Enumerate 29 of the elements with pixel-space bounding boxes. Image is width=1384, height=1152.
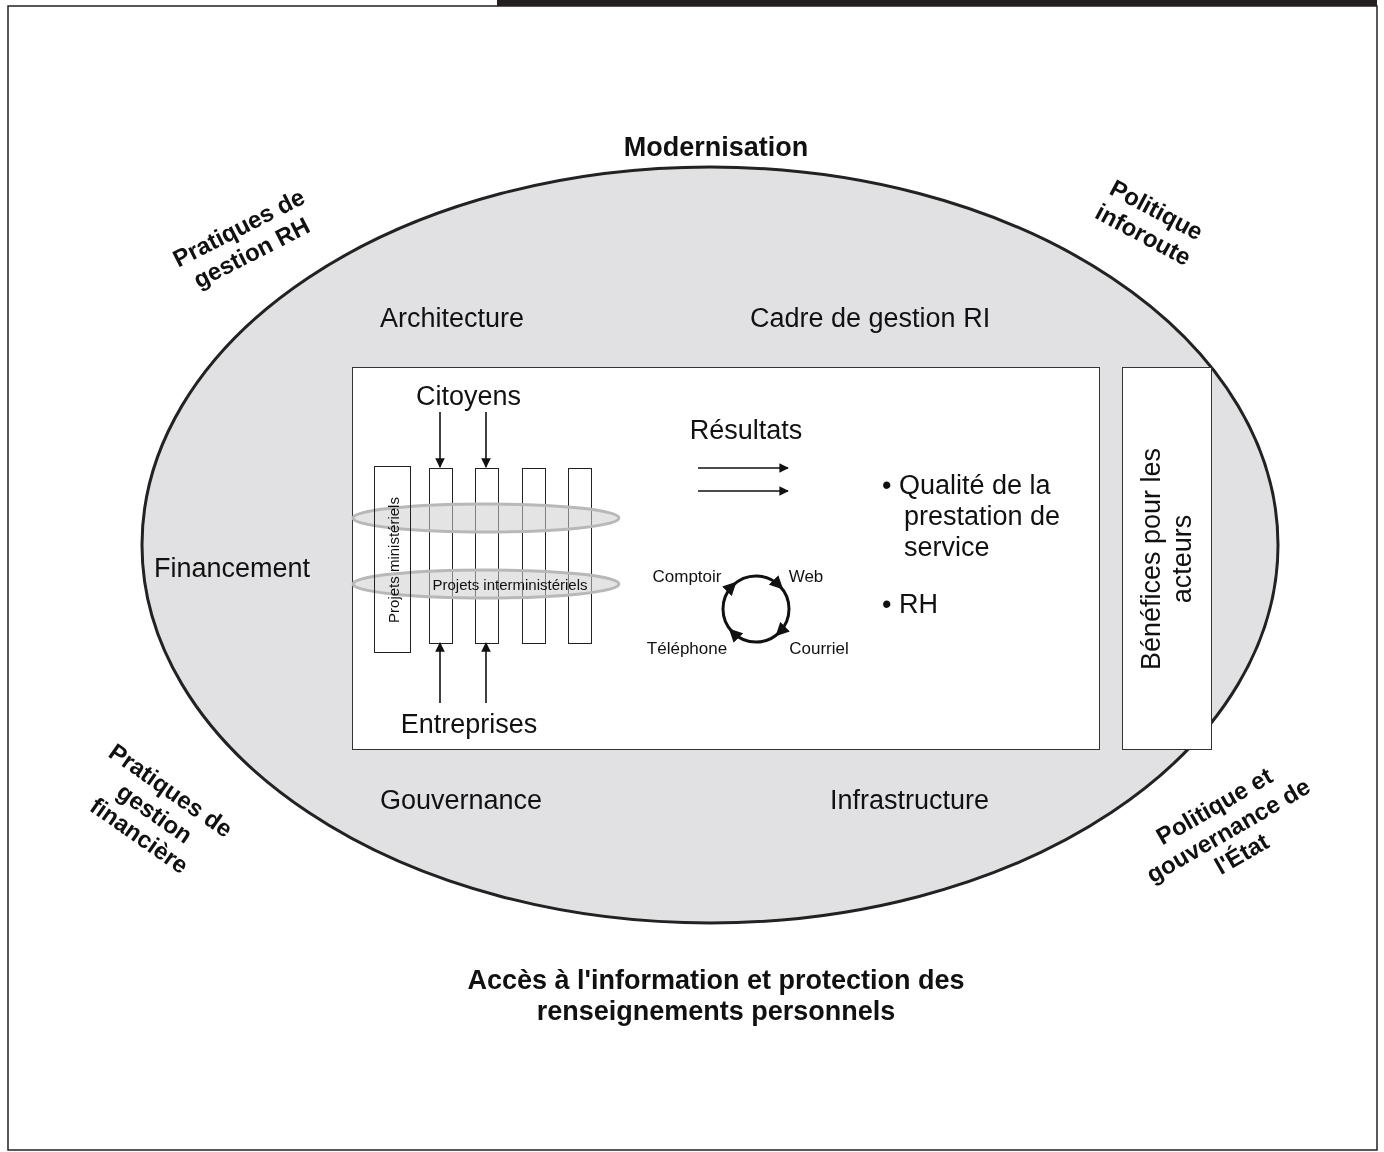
arrow (481, 411, 491, 468)
side-box (1122, 367, 1212, 750)
project-bar (374, 466, 411, 653)
channel-label: Comptoir (651, 566, 723, 588)
arrow (435, 411, 445, 468)
project-text: Projets ministériels (384, 496, 401, 623)
footer-text: Accès à l'information et protection des renseignements personnels (466, 964, 966, 1028)
arrow (721, 581, 737, 634)
actor-label: Citoyens (414, 380, 522, 413)
side-box-text: Bénéfices pour les acteurs (1136, 446, 1198, 672)
content-box (352, 367, 1100, 750)
region-label: Architecture (380, 302, 525, 335)
region-label: Gouvernance (380, 784, 543, 817)
project-text: Projets interministériels (432, 575, 588, 593)
results-label: Résultats (688, 415, 804, 447)
arrow (481, 642, 491, 704)
heading-text: Modernisation (622, 132, 810, 164)
region-label: Financement (154, 552, 311, 585)
arrow (775, 584, 791, 637)
arrow (435, 642, 445, 704)
channel-label: Web (787, 566, 825, 588)
arrow (728, 628, 781, 644)
bullet-item: • RH (882, 589, 939, 621)
actor-label: Entreprises (399, 708, 539, 741)
region-label: Infrastructure (830, 784, 990, 817)
region-label: Cadre de gestion RI (750, 302, 991, 335)
channel-label: Téléphone (645, 638, 729, 660)
channel-label: Courriel (788, 638, 850, 660)
bullet-item: • Qualité de la prestation de service (882, 470, 1062, 564)
